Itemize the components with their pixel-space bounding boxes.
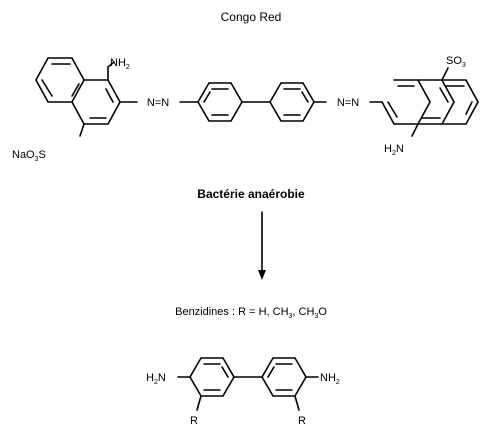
azo-right-label: N=N	[337, 97, 359, 109]
left-naphthalene-ring-a-double	[41, 63, 80, 97]
arrow-label: Bactérie anaérobie	[197, 187, 305, 201]
compound-title: Congo Red	[221, 10, 282, 24]
h2n-left-label: H2N	[146, 372, 166, 386]
so3-bond	[441, 67, 449, 81]
left-naphthalene-ring-b	[71, 79, 121, 125]
benzidine-molecule: H2N NH2 R R	[146, 357, 340, 427]
azo-left-label: N=N	[147, 97, 169, 109]
naso3-label: NaO3S	[12, 149, 46, 163]
right-naphthalene-ring-a	[381, 79, 431, 125]
right-naphthalene-ring-b	[417, 79, 455, 125]
congo-red-molecule: NH2 NaO3S N=N N=N SO3 H2N	[12, 55, 479, 163]
nh2-top-bond	[107, 61, 115, 81]
r-right-bond	[294, 395, 300, 411]
biphenyl-right-ring	[269, 82, 315, 122]
nh2-top-label: NH2	[110, 57, 130, 71]
so3-label: SO3	[446, 55, 466, 69]
nh2-right-label: NH2	[320, 372, 340, 386]
biphenyl-left-ring-double	[203, 88, 229, 116]
right-naphthalene-ring-a-double	[387, 85, 415, 118]
benzidines-line: Benzidines : R = H, CH3, CH3O	[175, 306, 327, 320]
r-left-bond	[196, 395, 202, 411]
h2n-right-label: H2N	[384, 143, 404, 157]
benzidine-left-ring-double	[203, 363, 229, 391]
left-naphthalene-ring-b-double	[89, 88, 114, 119]
reaction-arrow-head	[258, 270, 266, 280]
biphenyl-right-ring-double	[283, 88, 309, 116]
right-naphthalene-ring-c-double	[445, 85, 473, 115]
h2n-right-bond	[411, 123, 419, 137]
biphenyl-left-ring	[197, 82, 243, 122]
benzidine-right-ring-double	[267, 363, 293, 391]
r-right-label: R	[298, 415, 306, 427]
naso3-bond	[79, 123, 85, 137]
r-left-label: R	[190, 415, 198, 427]
right-naphthalene-ring-c	[441, 79, 479, 125]
right-naphthalene-ring-b-double	[421, 87, 449, 119]
